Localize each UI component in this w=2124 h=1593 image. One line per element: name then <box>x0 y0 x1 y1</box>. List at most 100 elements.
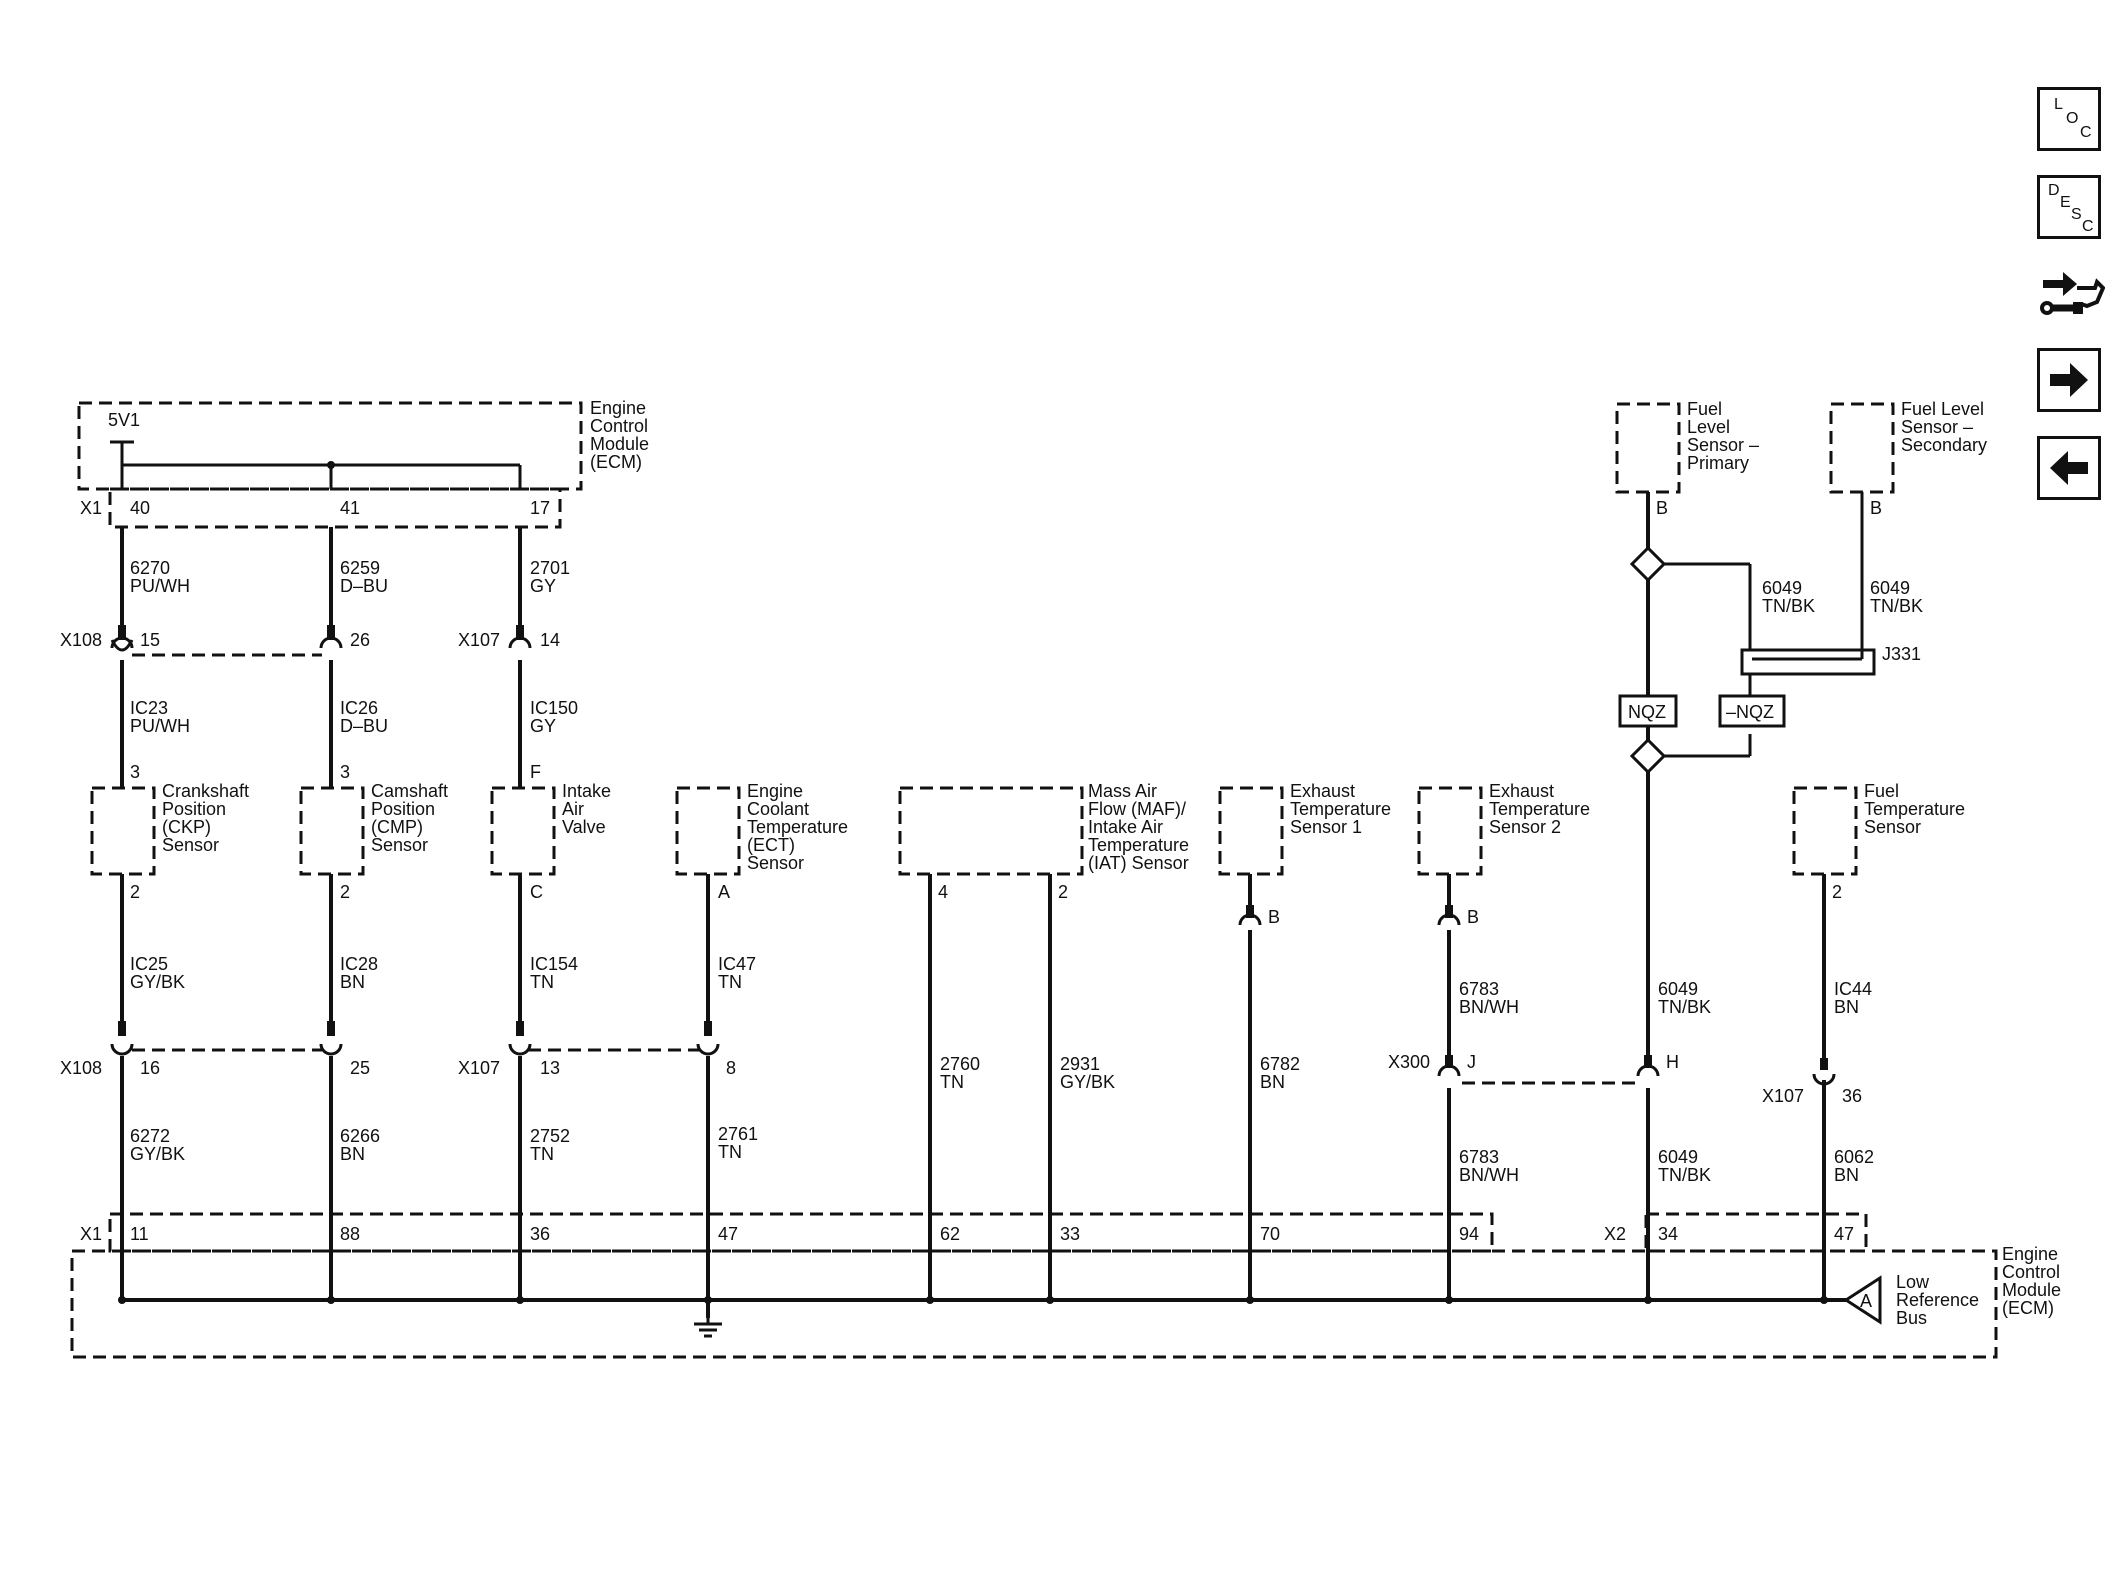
right-arrow-icon <box>2050 363 2088 397</box>
x107-top-label: X107 <box>458 630 500 650</box>
desc-button[interactable]: D E S C <box>2037 175 2101 239</box>
wire-midbot-5-color: TN <box>940 1072 964 1092</box>
ecm-bottom-box <box>70 1249 1998 1359</box>
x1-bottom-pin-11: 11 <box>130 1224 149 1244</box>
wire-midbot-10-color: BN <box>1834 997 1859 1017</box>
wire-midbot-8-color: BN/WH <box>1459 997 1519 1017</box>
supply-arrow-icon <box>110 440 134 452</box>
wire-bot-3-num: 2752 <box>530 1126 570 1146</box>
desc-glyph-s: S <box>2071 206 2082 223</box>
j331-label: J331 <box>1882 644 1921 664</box>
exhaust-temp-sensor-1-box <box>1218 786 1284 876</box>
wire-bot-5-num: 6783 <box>1459 1147 1499 1167</box>
iav-label-3: Valve <box>562 817 606 837</box>
iav-bottom-pin: C <box>530 882 543 902</box>
ecm-top-label-2: Control <box>590 416 648 436</box>
wire-midtop-3-num: IC150 <box>530 698 578 718</box>
ecm-top-box <box>77 401 583 491</box>
low-reference-triangle-icon <box>1843 1275 1882 1325</box>
wire-midbot-5-num: 2760 <box>940 1054 980 1074</box>
cmp-bottom-pin: 2 <box>340 882 350 902</box>
exh2-label-2: Temperature <box>1489 799 1590 819</box>
fuel-primary-label-4: Primary <box>1687 453 1749 473</box>
loc-glyph-o: O <box>2066 110 2079 127</box>
wire-bot-5-color: BN/WH <box>1459 1165 1519 1185</box>
cmp-sensor-box <box>299 786 365 876</box>
x1-bottom-pin-70: 70 <box>1260 1224 1280 1244</box>
x107-bottom-pin-8: 8 <box>726 1058 736 1078</box>
wire-midbot-8-num: 6783 <box>1459 979 1499 999</box>
nqz-label: NQZ <box>1628 702 1666 722</box>
maf-label-4: Temperature <box>1088 835 1189 855</box>
maf-label-5: (IAT) Sensor <box>1088 853 1189 873</box>
low-ref-pin: A <box>1860 1291 1872 1311</box>
wire-midbot-3-num: IC154 <box>530 954 578 974</box>
x300-label: X300 <box>1388 1052 1430 1072</box>
wire-midbot-4-color: TN <box>718 972 742 992</box>
ecm-bottom-label-1: Engine <box>2002 1244 2058 1264</box>
exh2-label-1: Exhaust <box>1489 781 1554 801</box>
wire-bot-6-num: 6049 <box>1658 1147 1698 1167</box>
wire-midtop-2-num: IC26 <box>340 698 378 718</box>
wire-top-3-color: GY <box>530 576 556 596</box>
cmp-label-4: Sensor <box>371 835 428 855</box>
fuel-primary-wire-color: TN/BK <box>1762 596 1815 616</box>
wire-midbot-9-num: 6049 <box>1658 979 1698 999</box>
supply-label: 5V1 <box>108 410 140 430</box>
wire-midtop-2-color: D–BU <box>340 716 388 736</box>
wire-bot-7-num: 6062 <box>1834 1147 1874 1167</box>
low-ref-label-3: Bus <box>1896 1308 1927 1328</box>
wire-bot-1-num: 6272 <box>130 1126 170 1146</box>
loc-glyph-c: C <box>2080 124 2092 141</box>
connector-repair-button[interactable] <box>2037 258 2106 326</box>
iav-label-2: Air <box>562 799 584 819</box>
x107-bottom-label: X107 <box>458 1058 500 1078</box>
maf-label-1: Mass Air <box>1088 781 1157 801</box>
maf-label-3: Intake Air <box>1088 817 1163 837</box>
exh2-label-3: Sensor 2 <box>1489 817 1561 837</box>
ect-label-1: Engine <box>747 781 803 801</box>
maf-label-2: Flow (MAF)/ <box>1088 799 1186 819</box>
wire-midtop-1-num: IC23 <box>130 698 168 718</box>
fuel-secondary-label-1: Fuel Level <box>1901 399 1984 419</box>
x2-bottom-pin-47: 47 <box>1834 1224 1854 1244</box>
left-arrow-icon <box>2050 451 2088 485</box>
fuel-primary-label-1: Fuel <box>1687 399 1722 419</box>
j331-splice-box <box>1740 648 1876 676</box>
fuel-secondary-label-2: Sensor – <box>1901 417 1973 437</box>
low-ref-label-1: Low <box>1896 1272 1930 1292</box>
wire-bot-4-color: TN <box>718 1142 742 1162</box>
x108-top-label: X108 <box>60 630 102 650</box>
fuel-primary-pin: B <box>1656 498 1668 518</box>
wire-midtop-1-color: PU/WH <box>130 716 190 736</box>
fts-label-1: Fuel <box>1864 781 1899 801</box>
wire-bot-6-color: TN/BK <box>1658 1165 1711 1185</box>
ect-label-5: Sensor <box>747 853 804 873</box>
fuel-primary-wire-num: 6049 <box>1762 578 1802 598</box>
next-arrow-button[interactable] <box>2037 348 2101 412</box>
ecm-bottom-label-2: Control <box>2002 1262 2060 1282</box>
x107-top-pin-14: 14 <box>540 630 560 650</box>
x107b-pin-36: 36 <box>1842 1086 1862 1106</box>
connector-repair-icon <box>2040 272 2106 315</box>
wire-bot-1-color: GY/BK <box>130 1144 185 1164</box>
fuel-secondary-wire-color: TN/BK <box>1870 596 1923 616</box>
splice-diamond-top <box>1629 545 1667 583</box>
ect-bottom-pin: A <box>718 882 730 902</box>
ckp-sensor-box <box>90 786 156 876</box>
wire-midbot-2-color: BN <box>340 972 365 992</box>
cmp-label-3: (CMP) <box>371 817 423 837</box>
fts-bottom-pin: 2 <box>1832 882 1842 902</box>
exh1-label-2: Temperature <box>1290 799 1391 819</box>
fuel-secondary-wire-num: 6049 <box>1870 578 1910 598</box>
prev-arrow-button[interactable] <box>2037 436 2101 500</box>
x1-bottom-label: X1 <box>80 1224 102 1244</box>
splice-diamond-bottom <box>1629 737 1667 775</box>
x1-top-pin-40: 40 <box>130 498 150 518</box>
wire-midbot-10-num: IC44 <box>1834 979 1872 999</box>
x1-bottom-pin-94: 94 <box>1459 1224 1479 1244</box>
maf-pin-2: 2 <box>1058 882 1068 902</box>
loc-button[interactable]: L O C <box>2037 87 2101 151</box>
cmp-label-2: Position <box>371 799 435 819</box>
